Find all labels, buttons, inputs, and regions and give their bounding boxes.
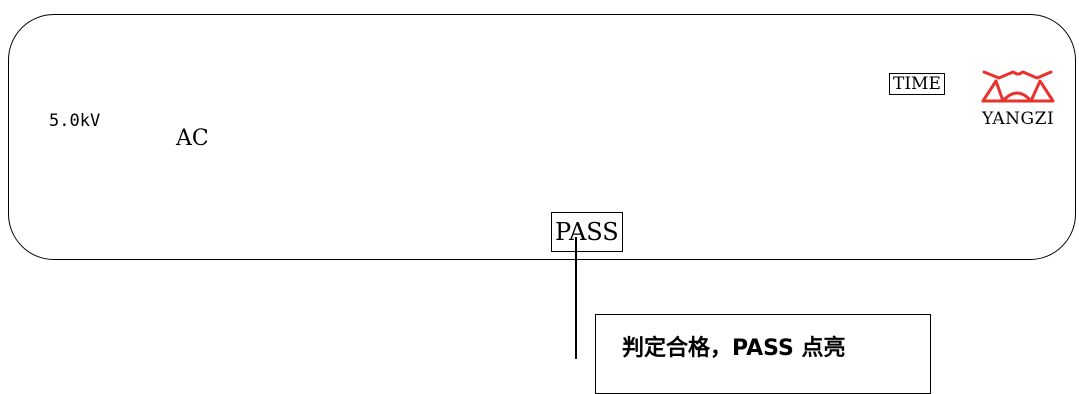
pass-indicator: PASS: [551, 212, 623, 252]
mode-indicator: AC: [176, 126, 209, 151]
callout-annotation: 判定合格，PASS 点亮: [595, 314, 931, 394]
time-label: TIME: [889, 73, 945, 95]
callout-leader-line: [575, 237, 577, 359]
brand-name: YANGZI: [982, 109, 1055, 129]
yangzi-logo-icon: [981, 70, 1055, 103]
display-panel: 5.0kV AC TIME YANGZI PASS: [8, 14, 1076, 260]
voltage-readout: 5.0kV: [49, 111, 101, 131]
callout-text: 判定合格，PASS 点亮: [622, 336, 846, 361]
